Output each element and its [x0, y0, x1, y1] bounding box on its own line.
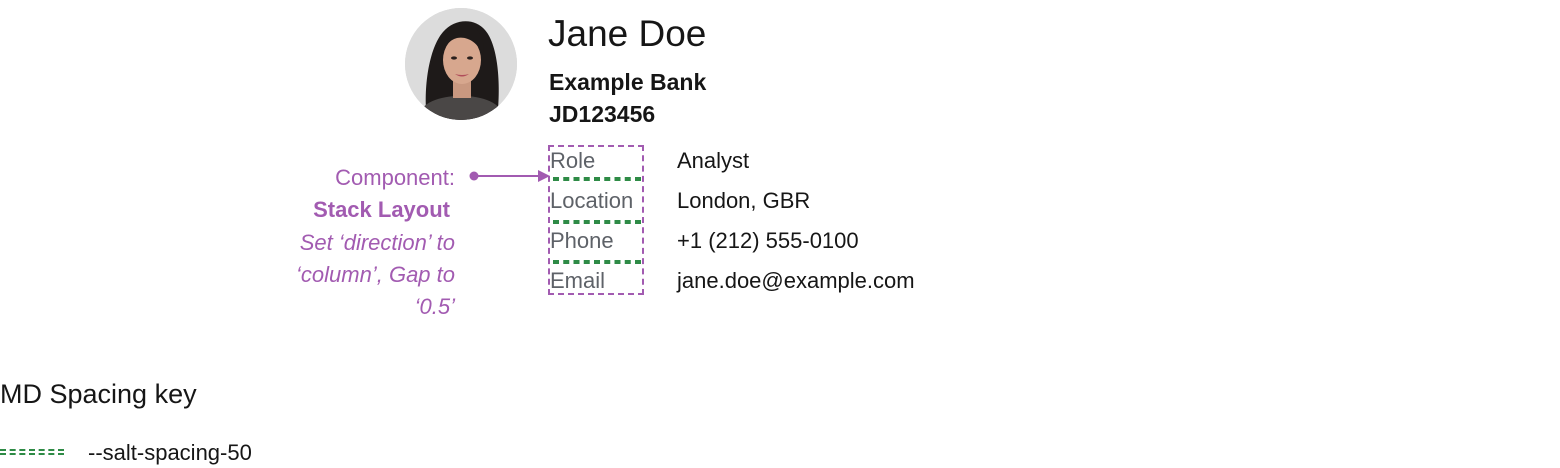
- field-label-email: Email: [550, 268, 606, 293]
- annotation-description-line: ‘0.5’: [414, 294, 455, 319]
- field-label-role: Role: [550, 148, 596, 173]
- field-label-location: Location: [550, 188, 634, 213]
- annotation-description-line: Set ‘direction’ to: [299, 230, 455, 255]
- spacing-gap-marker: [553, 177, 641, 181]
- annotation-arrow-icon: [469, 170, 550, 182]
- profile-id: JD123456: [549, 101, 656, 127]
- spacing-key-title: MD Spacing key: [0, 379, 197, 409]
- spacing-gap-marker: [553, 220, 641, 224]
- profile-organization: Example Bank: [549, 69, 707, 95]
- annotation-description: Set ‘direction’ to ‘column’, Gap to ‘0.5…: [296, 227, 455, 323]
- annotation-description-line: ‘column’, Gap to: [296, 262, 455, 287]
- field-label-phone: Phone: [550, 228, 614, 253]
- avatar: [405, 8, 517, 120]
- stack-layout-outline: [548, 145, 644, 295]
- field-value-role: Analyst: [677, 148, 750, 173]
- field-value-location: London, GBR: [677, 188, 811, 213]
- spacing-key-swatch: [0, 449, 64, 455]
- annotation-component-label: Component:: [335, 165, 455, 190]
- field-value-email[interactable]: jane.doe@example.com: [677, 268, 915, 293]
- spacing-gap-marker: [553, 260, 641, 264]
- annotation-component-name: Stack Layout: [313, 197, 450, 222]
- field-value-phone: +1 (212) 555-0100: [677, 228, 859, 253]
- profile-name: Jane Doe: [548, 13, 707, 54]
- spacing-key-token: --salt-spacing-50: [88, 440, 252, 465]
- avatar-portrait-image: [405, 8, 517, 120]
